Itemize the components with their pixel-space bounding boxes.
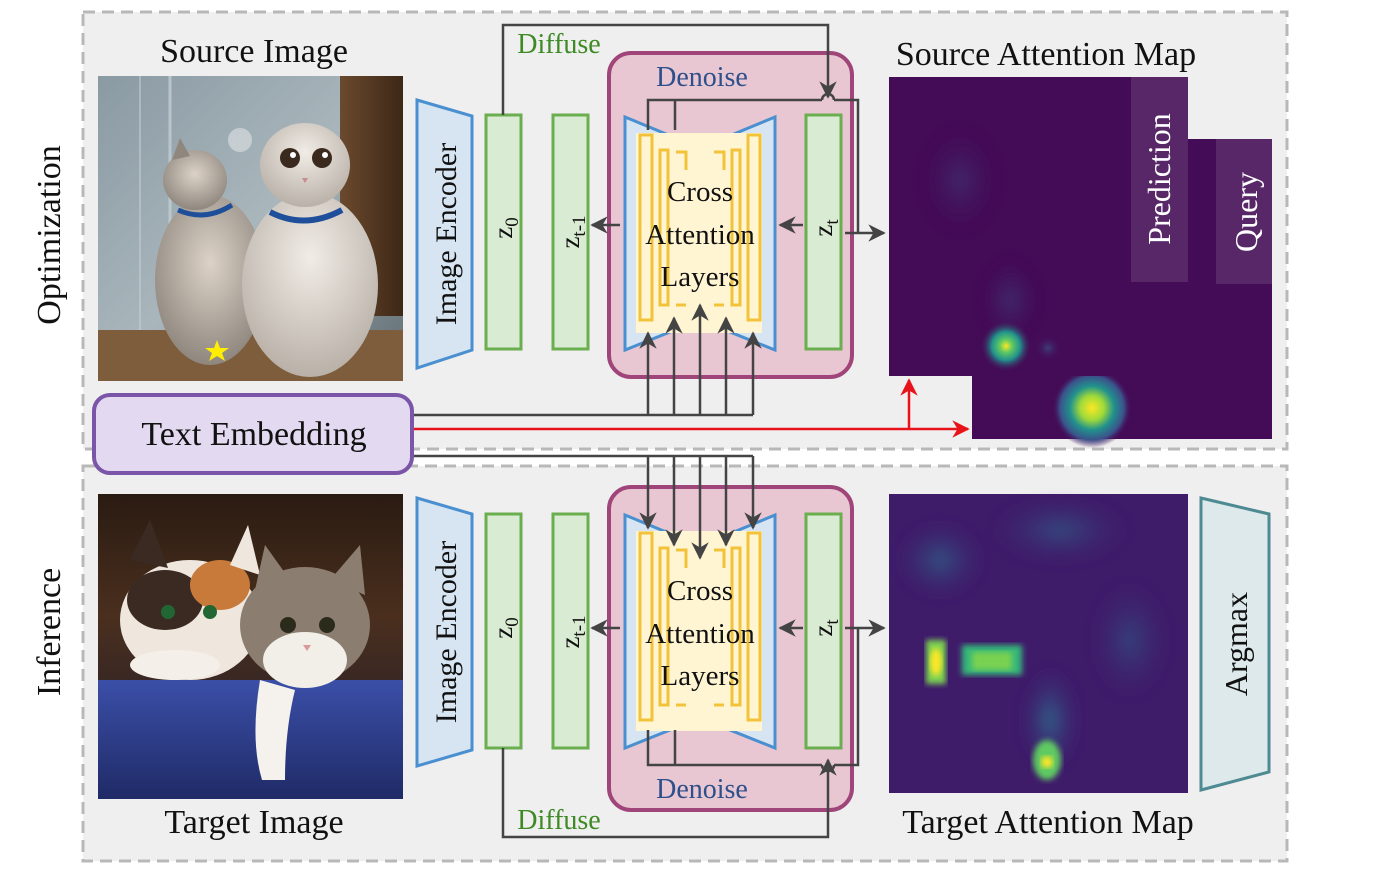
target-image [98,494,403,799]
cross-attention-block-bottom: Cross Attention Layers [636,531,762,731]
latent-zt-top [804,113,843,351]
source-image [98,76,403,381]
text-embedding-label: Text Embedding [141,416,366,453]
wire-hop-top [820,92,836,101]
prediction-label: Prediction [1141,113,1177,245]
latent-zt1-top [551,113,590,351]
text-embedding-arrows-top [414,303,762,417]
svg-text:Cross: Cross [667,575,733,607]
denoise-label-top: Denoise [656,62,748,93]
attention-extract-arrow-bottom [646,628,860,767]
query-point-star-icon [205,340,229,361]
svg-text:Attention: Attention [645,618,755,650]
diffuse-label-bottom: Diffuse [517,805,600,836]
diffuse-arrow-bottom [501,748,837,839]
diffuse-arrow-top [501,23,837,115]
latent-z0-top-label: z0 [488,217,523,238]
svg-text:Layers: Layers [661,660,740,692]
query-label: Query [1228,172,1264,252]
prediction-map: Prediction [889,77,1188,376]
section-label-inference: Inference [31,568,68,696]
latent-z0-bottom-label: z0 [488,617,523,638]
latent-zt-bottom-label: zt [808,619,843,637]
latent-zt-top-label: zt [808,219,843,237]
attention-extract-arrow-top [646,98,860,233]
cross-attention-block-top: Cross Attention Layers [636,133,762,333]
latent-zt1-bottom-label: zt-1 [555,615,590,648]
image-encoder-bottom-label: Image Encoder [430,541,463,723]
svg-text:Layers: Layers [661,261,740,293]
source-attention-map-title: Source Attention Map [896,36,1196,73]
text-embedding-box [92,393,414,475]
diffuse-label-top: Diffuse [517,29,600,60]
denoise-label-bottom: Denoise [656,774,748,805]
latent-z0-bottom [484,512,523,750]
latent-z0-top [484,113,523,351]
target-attention-map-title: Target Attention Map [902,804,1194,841]
target-image-title: Target Image [164,804,343,841]
latent-zt-bottom [804,512,843,750]
section-label-optimization: Optimization [31,145,68,324]
wire-hop-bottom [820,764,836,773]
svg-text:Attention: Attention [645,219,755,251]
image-encoder-top-label: Image Encoder [430,143,463,325]
svg-text:Cross: Cross [667,176,733,208]
target-attention-map [889,494,1188,793]
text-embedding-arrows-bottom [414,454,762,560]
latent-zt1-bottom [551,512,590,750]
argmax-label: Argmax [1218,592,1254,696]
image-encoder-bottom [415,496,474,768]
latent-zt1-top-label: zt-1 [555,215,590,248]
source-image-title: Source Image [160,33,348,70]
argmax-block [1199,496,1271,792]
image-encoder-top [415,98,474,371]
